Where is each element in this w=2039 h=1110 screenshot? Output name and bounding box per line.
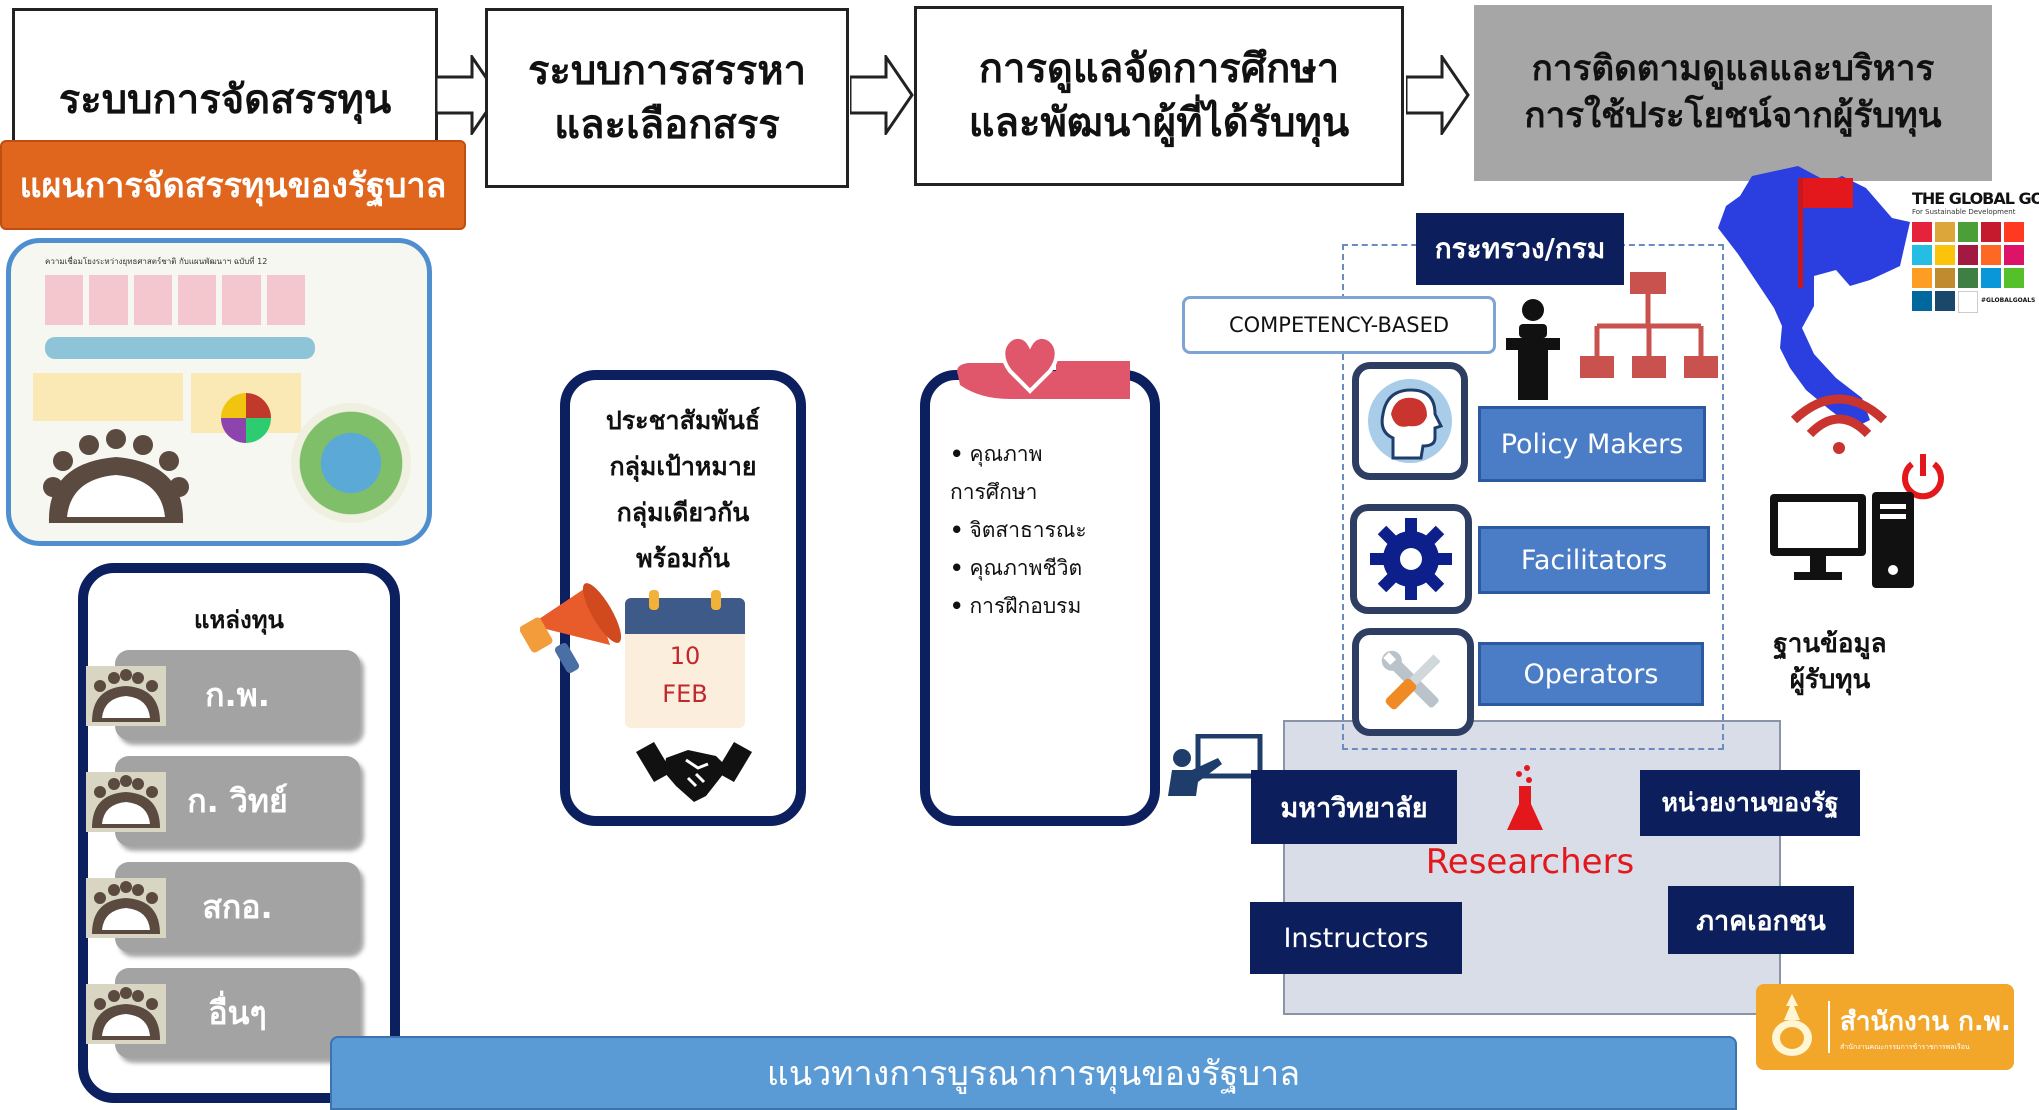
ocsc-logo: สำนักงาน ก.พ. สำนักงานคณะกรรมการข้าราชกา… — [1756, 984, 2014, 1070]
tools-icon — [1381, 650, 1441, 710]
step-monitoring: การติดตามดูแลและบริหาร การใช้ประโยชน์จาก… — [1474, 5, 1992, 181]
step-allocation-label: ระบบการจัดสรรทุน — [58, 77, 392, 123]
meeting-table-icon — [86, 984, 166, 1044]
thailand-map-icon — [1718, 166, 1910, 428]
sdg-wheel-graphic — [291, 403, 411, 523]
competency-label: COMPETENCY-BASED — [1182, 296, 1496, 354]
operator-icon-box — [1352, 628, 1474, 736]
quality-list: •คุณภาพ การศึกษา •จิตสาธารณะ •คุณภาพชีวิ… — [950, 435, 1150, 625]
meeting-table-icon — [43, 429, 189, 523]
strategy-image-panel: ความเชื่อมโยงระหว่างยุทธศาสตร์ชาติ กับแผ… — [6, 238, 432, 546]
integration-guideline-banner: แนวทางการบูรณาการทุนของรัฐบาล — [330, 1036, 1737, 1110]
step-monitoring-label: การติดตามดูแลและบริหาร การใช้ประโยชน์จาก… — [1524, 48, 1942, 136]
fund-item-label: อื่นๆ — [208, 993, 267, 1032]
government-plan-label: แผนการจัดสรรทุนของรัฐบาล — [0, 140, 466, 230]
pr-line: กลุ่มเดียวกัน — [616, 498, 750, 527]
fund-item-label: ก.พ. — [205, 675, 270, 714]
pie-graphic — [221, 393, 271, 443]
quality-item: •จิตสาธารณะ — [950, 518, 1087, 542]
funding-title: แหล่งทุน — [194, 606, 284, 634]
global-goals-tag: #GLOBALGOALS — [1981, 297, 2036, 304]
strategy-cards — [45, 275, 305, 325]
pr-panel-text: ประชาสัมพันธ์ กลุ่มเป้าหมาย กลุ่มเดียวกั… — [560, 398, 806, 582]
private-sector-label: ภาคเอกชน — [1668, 886, 1854, 954]
handshake-icon — [636, 742, 752, 802]
lab-flask-icon — [1507, 765, 1543, 830]
quality-item: •การฝึกอบรม — [950, 594, 1082, 618]
teacher-icon — [1168, 734, 1263, 796]
arrow-right-icon — [850, 55, 914, 135]
ocsc-logo-name: สำนักงาน ก.พ. — [1840, 1007, 2011, 1037]
org-chart-icon — [1580, 272, 1718, 378]
computer-icon — [1770, 492, 1914, 588]
role-operators: Operators — [1478, 642, 1704, 706]
quality-item: •คุณภาพ การศึกษา — [950, 442, 1043, 504]
pr-line: พร้อมกัน — [636, 544, 730, 573]
meeting-table-icon — [86, 772, 166, 832]
ocsc-logo-sub: สำนักงานคณะกรรมการข้าราชการพลเรือน — [1840, 1043, 1970, 1051]
meeting-table-icon — [86, 878, 166, 938]
government-agency-label: หน่วยงานของรัฐ — [1640, 770, 1860, 836]
step-education: การดูแลจัดการศึกษา และพัฒนาผู้ที่ได้รับท… — [914, 6, 1404, 186]
global-goals-title: THE GLOBAL GOALS — [1912, 189, 2039, 208]
global-goals-logo: THE GLOBAL GOALS For Sustainable Develop… — [1912, 189, 2039, 345]
arrow-right-icon — [1406, 55, 1470, 135]
megaphone-icon — [520, 583, 622, 674]
step-selection-label: ระบบการสรรหา และเลือกสรร — [527, 48, 807, 148]
fund-item-label: ก. วิทย์ — [187, 781, 288, 820]
facilitator-icon-box — [1350, 504, 1472, 614]
wifi-icon — [1790, 394, 1888, 454]
pr-line: ประชาสัมพันธ์ — [605, 406, 761, 435]
pr-line: กลุ่มเป้าหมาย — [609, 452, 757, 481]
step-education-label: การดูแลจัดการศึกษา และพัฒนาผู้ที่ได้รับท… — [968, 46, 1350, 146]
podium-speaker-icon — [1506, 299, 1560, 400]
train-graphic — [45, 337, 315, 359]
calendar-icon: 10 FEB — [625, 590, 745, 728]
step-selection: ระบบการสรรหา และเลือกสรร — [485, 8, 849, 188]
role-policy-makers: Policy Makers — [1478, 406, 1706, 482]
global-goals-subtitle: For Sustainable Development — [1912, 208, 2016, 216]
sdg-tiles: #GLOBALGOALS — [1912, 222, 2036, 313]
heart-hand-icon — [957, 334, 1130, 399]
government-plan-text: แผนการจัดสรรทุนของรัฐบาล — [19, 166, 447, 206]
role-facilitators: Facilitators — [1478, 526, 1710, 594]
strategy-image-title: ความเชื่อมโยงระหว่างยุทธศาสตร์ชาติ กับแผ… — [45, 257, 268, 266]
brain-head-icon — [1368, 379, 1452, 463]
calendar-month: FEB — [662, 680, 708, 708]
scholar-database-label: ฐานข้อมูล ผู้รับทุน — [1773, 629, 1887, 695]
quality-item: •คุณภาพชีวิต — [950, 556, 1083, 580]
power-icon — [1902, 454, 1944, 500]
gear-icon — [1370, 518, 1452, 600]
calendar-day: 10 — [669, 642, 701, 670]
emblem-icon — [1772, 994, 1812, 1056]
researchers-label: Researchers — [1425, 842, 1635, 882]
instructors-label: Instructors — [1250, 902, 1462, 974]
meeting-table-icon — [86, 666, 166, 726]
university-label: มหาวิทยาลัย — [1251, 770, 1457, 844]
plan-box — [33, 373, 183, 421]
policy-maker-icon-box — [1352, 362, 1468, 480]
integration-guideline-text: แนวทางการบูรณาการทุนของรัฐบาล — [766, 1054, 1301, 1094]
ministry-label: กระทรวง/กรม — [1416, 213, 1624, 285]
fund-item-label: สกอ. — [202, 887, 273, 926]
